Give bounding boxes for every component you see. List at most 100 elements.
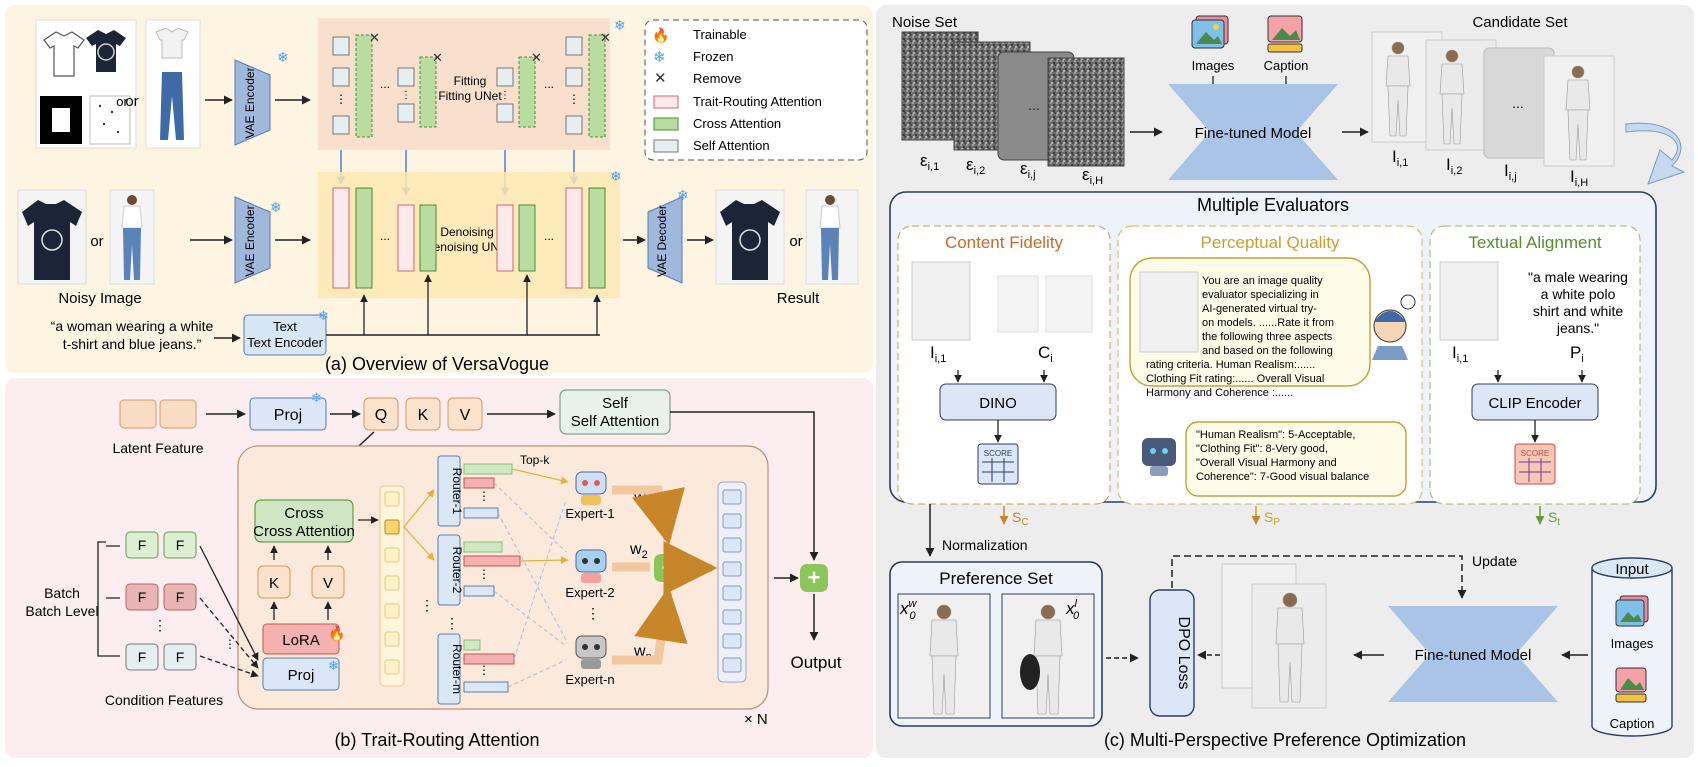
legend-trait-swatch (653, 95, 679, 109)
denoising-blocks: ... ... (332, 187, 606, 289)
svg-text:...: ... (1028, 97, 1040, 113)
cf-shirt-image (1045, 275, 1093, 333)
svg-text:⋮: ⋮ (224, 637, 236, 651)
noise-image-h (1047, 57, 1125, 167)
svg-text:+: + (662, 555, 675, 580)
fire-icon: 🔥 (652, 27, 669, 44)
or-label-1: or (116, 94, 128, 109)
dpo-loss-label: DPO Loss (1175, 617, 1192, 690)
eps-1: εi,1 (920, 151, 939, 173)
snowflake-icon: ❄ (610, 168, 622, 184)
panel-c: Noise Set ... εi,1 εi,2 εi,j εi,H Images… (889, 14, 1686, 750)
eps-2: εi,2 (966, 155, 985, 177)
router-1-label: Router-1 (450, 468, 464, 515)
normalization-label: Normalization (942, 537, 1028, 553)
fitting-unet-label: Fitting UNet (438, 89, 502, 103)
noisy-person-icon (123, 228, 141, 280)
v-label: V (460, 407, 471, 424)
vae-decoder-label: VAE Decoder (655, 205, 669, 277)
svg-text:and based on the following: and based on the following (1202, 345, 1333, 357)
legend-trainable: Trainable (693, 27, 747, 42)
bag-icon (1020, 654, 1040, 690)
svg-text:Cross: Cross (284, 505, 323, 522)
expert-n-icon (575, 635, 607, 669)
svg-text:Clothing Fit rating:...... Ove: Clothing Fit rating:...... Overall Visua… (1146, 373, 1324, 385)
snowflake-icon: ❄ (328, 658, 339, 673)
candidate-images: ... (1371, 31, 1615, 167)
legend-self: Self Attention (693, 138, 770, 153)
input-cylinder (1591, 557, 1673, 737)
prompt-line-2: t-shirt and blue jeans.” (63, 336, 202, 352)
pq-reply-text: "Human Realism": 5-Acceptable, "Clothing… (1196, 429, 1369, 483)
svg-text:Text: Text (273, 319, 297, 334)
denoising-unet-label: Denoising UNet (425, 240, 510, 254)
caption-label: Caption (1264, 58, 1309, 73)
multiple-evaluators-label: Multiple Evaluators (1197, 195, 1349, 215)
jeans-icon (160, 72, 184, 140)
v-small-box (311, 565, 345, 599)
caption-icon (1267, 15, 1303, 53)
noise-set-label: Noise Set (892, 14, 958, 31)
svg-text:Self: Self (602, 395, 629, 412)
svg-text:F: F (138, 537, 147, 553)
textual-alignment-label: Textual Alignment (1468, 233, 1602, 252)
noisy-image-label: Noisy Image (58, 290, 141, 307)
router-scores: ⋮ ⋮ ⋮ (463, 463, 521, 693)
svg-text:...: ... (544, 229, 554, 243)
svg-text:⋮: ⋮ (478, 567, 490, 581)
v-box (447, 397, 483, 431)
noisy-image-inputs: or (17, 189, 155, 285)
snowflake-icon: ❄ (277, 49, 289, 65)
ta-person-image (1439, 261, 1499, 341)
dino-label: DINO (979, 395, 1017, 412)
noisy-tshirt-icon (22, 200, 82, 280)
denoising-unet-region (318, 172, 620, 298)
legend-self-swatch (653, 139, 679, 153)
pq-person-image (1139, 271, 1199, 353)
vae-encoder-bottom-label: VAE Encoder (243, 205, 257, 276)
snowflake-icon: ❄ (318, 308, 329, 323)
snowflake-icon: ❄ (653, 49, 666, 66)
svg-text:Denoising: Denoising (440, 225, 493, 239)
router-2-label: Router-2 (450, 547, 464, 594)
q-box (363, 397, 399, 431)
sc-label: SC (1012, 509, 1029, 528)
snowflake-icon: ❄ (311, 390, 322, 405)
preference-set-label: Preference Set (939, 569, 1053, 588)
fitting-blocks: ⋮ ✕ ... ⋮ ✕ ⋮ ✕ ... ⋮ ✕ (332, 30, 611, 138)
token-column (379, 485, 405, 687)
ta-quote: "a male wearing a white polo shirt and w… (1528, 269, 1628, 336)
finetuned-model-bottom (1388, 606, 1558, 702)
k-box (405, 397, 441, 431)
k-label: K (418, 407, 429, 424)
svg-text:...: ... (380, 229, 390, 243)
svg-text:a white polo: a white polo (1541, 286, 1616, 302)
i-h: Ii,H (1570, 167, 1588, 189)
expert-n-label: Expert-n (565, 672, 614, 687)
condition-features: F F F F ⋮ F F (125, 531, 197, 671)
st-label: St (1548, 509, 1560, 528)
finetuned-model-top (1168, 84, 1338, 180)
panel-b: Latent Feature Proj ❄ Q K V Self Self At… (25, 389, 842, 750)
topk-label: Top-k (520, 453, 550, 467)
result-images: or (715, 189, 859, 285)
pq-reply-bubble (1185, 421, 1407, 497)
cf-person-image (911, 261, 971, 341)
proj-small-label: Proj (288, 667, 315, 684)
svg-text:⋮: ⋮ (500, 90, 510, 101)
svg-text:"Human Realism": 5-Acceptable,: "Human Realism": 5-Acceptable, (1196, 429, 1355, 441)
tshirt-outline-icon (43, 31, 85, 77)
legend-box (644, 19, 868, 161)
white-tshirt-icon (155, 27, 189, 59)
expert-1-label: Expert-1 (565, 506, 614, 521)
svg-text:"a male wearing: "a male wearing (1528, 269, 1628, 285)
update-label: Update (1472, 553, 1517, 569)
snowflake-icon: ❄ (677, 187, 689, 203)
cf-c-label: Ci (1038, 343, 1053, 365)
fire-icon: 🔥 (328, 625, 345, 642)
or-label-a3: or (789, 233, 802, 250)
svg-text:AI-generated virtual try-: AI-generated virtual try- (1202, 303, 1317, 315)
svg-text:...: ... (1512, 95, 1524, 111)
legend-cross-swatch (653, 117, 679, 131)
